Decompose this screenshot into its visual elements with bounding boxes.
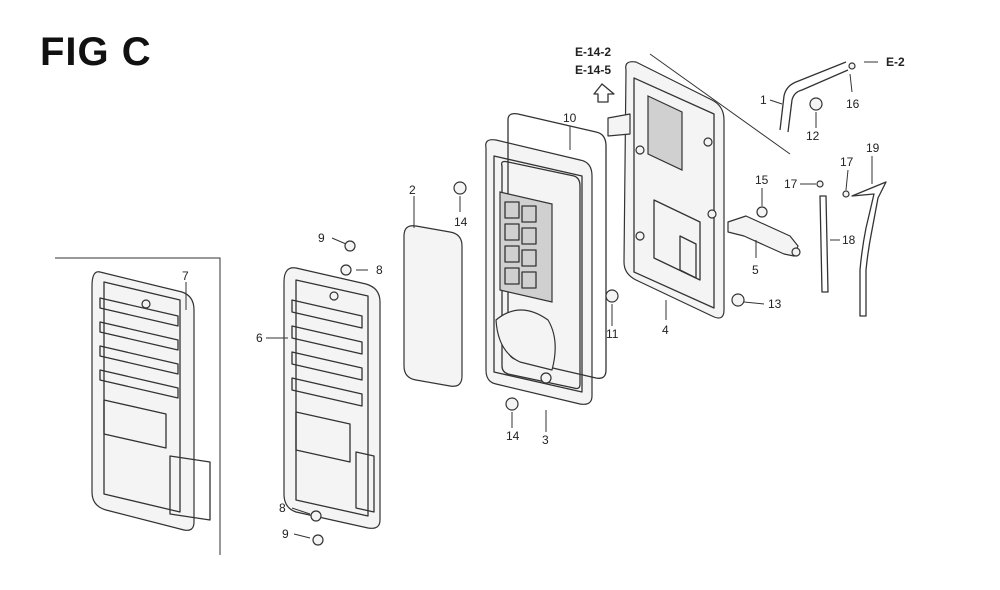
ref-e-2: E-2 — [886, 55, 905, 69]
callout-16: 16 — [846, 97, 860, 111]
callout-9b: 9 — [282, 527, 289, 541]
callout-6: 6 — [256, 331, 263, 345]
callout-19: 19 — [866, 141, 880, 155]
small-fasteners — [310, 62, 856, 546]
callout-17a: 17 — [840, 155, 854, 169]
callout-10: 10 — [563, 111, 577, 125]
figure-title: FIG C — [40, 30, 152, 74]
part-3-element-case — [485, 112, 607, 405]
callout-3: 3 — [542, 433, 549, 447]
callout-9a: 9 — [318, 231, 325, 245]
callout-17b: 17 — [784, 177, 798, 191]
callout-14a: 14 — [454, 215, 468, 229]
leader-lines — [185, 53, 878, 539]
part-2-filter-element — [403, 225, 463, 387]
part-19-hose — [851, 181, 887, 317]
callout-2: 2 — [409, 183, 416, 197]
callout-5: 5 — [752, 263, 759, 277]
part-18-rod — [819, 195, 829, 293]
callout-4: 4 — [662, 323, 669, 337]
callout-14b: 14 — [506, 429, 520, 443]
ref-e-14-2: E-14-2 — [575, 45, 611, 59]
callout-1: 1 — [760, 93, 767, 107]
callout-11: 11 — [606, 327, 619, 341]
callout-8b: 8 — [279, 501, 286, 515]
callout-8a: 8 — [376, 263, 383, 277]
callout-13: 13 — [768, 297, 782, 311]
part-7-outer-cover — [55, 257, 221, 555]
part-5-bracket — [727, 215, 801, 257]
part-6-inner-cover — [283, 267, 381, 529]
callout-15: 15 — [755, 173, 769, 187]
part-4-base — [593, 61, 725, 319]
callout-18: 18 — [842, 233, 856, 247]
callout-12: 12 — [806, 129, 820, 143]
part-1-tube — [779, 61, 849, 133]
ref-e-14-5: E-14-5 — [575, 63, 611, 77]
callout-7: 7 — [182, 269, 189, 283]
